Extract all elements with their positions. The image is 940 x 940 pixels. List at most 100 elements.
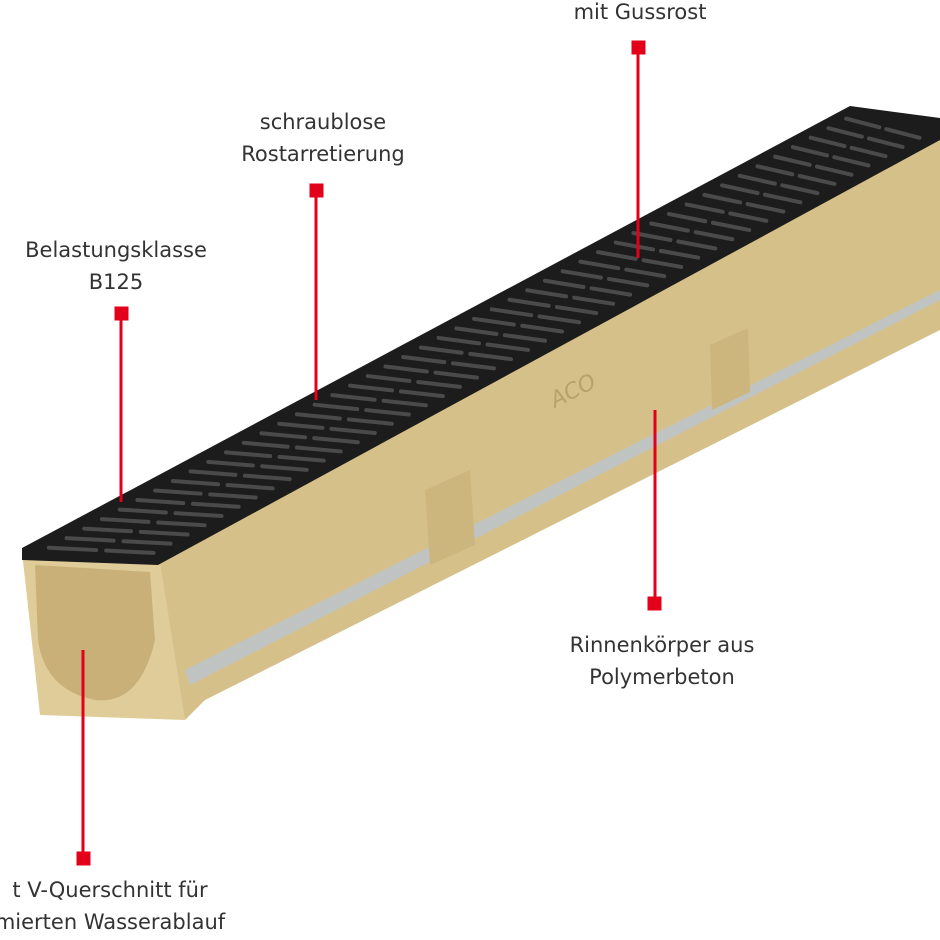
grate-slot bbox=[676, 239, 718, 251]
grate-slot bbox=[173, 511, 224, 519]
grate-slot bbox=[702, 192, 743, 205]
grate-slot bbox=[720, 183, 760, 196]
grate-slot bbox=[468, 351, 513, 362]
grate-slot bbox=[849, 145, 888, 159]
grate-slot bbox=[797, 173, 837, 186]
cast-iron-grate bbox=[22, 106, 940, 565]
grate-slot bbox=[613, 240, 656, 252]
grate-slot bbox=[520, 323, 565, 334]
label-profile: t V-Querschnitt für mierten Wasserablauf bbox=[0, 874, 225, 938]
grate-slot bbox=[381, 398, 428, 408]
grate-slot bbox=[225, 482, 275, 491]
channel-base-rail bbox=[185, 290, 940, 685]
grate-slot bbox=[710, 220, 752, 233]
label-load-class-line1: Belastungsklasse bbox=[25, 238, 207, 262]
grate-slot bbox=[329, 426, 377, 435]
label-locking-line1: schraublose bbox=[259, 110, 387, 134]
grate-slot bbox=[684, 202, 725, 214]
grate-slot bbox=[554, 305, 599, 316]
grate-slot bbox=[294, 412, 342, 421]
grate-slot bbox=[762, 192, 803, 205]
grate-slot bbox=[472, 316, 516, 327]
grate-slot bbox=[294, 445, 343, 454]
grate-slot bbox=[241, 440, 290, 449]
grate-slot bbox=[606, 276, 650, 288]
callout-marker-body bbox=[647, 596, 662, 611]
grate-slot bbox=[208, 492, 258, 500]
grate-slot bbox=[589, 286, 633, 297]
label-load-class: Belastungsklasse B125 bbox=[25, 234, 207, 298]
grate-slot bbox=[346, 417, 394, 426]
grate-slot bbox=[737, 173, 777, 186]
label-body-line1: Rinnenkörper aus bbox=[569, 633, 755, 657]
grate-slot bbox=[826, 126, 864, 139]
grate-slot bbox=[82, 526, 134, 534]
grate-slot bbox=[596, 250, 638, 261]
support-rib bbox=[710, 328, 750, 410]
label-locking: schraublose Rostarretierung bbox=[241, 106, 404, 170]
grate-slot bbox=[649, 221, 690, 233]
grate-slot bbox=[188, 469, 238, 477]
grate-slot bbox=[117, 507, 168, 515]
grate-slot bbox=[433, 370, 479, 380]
label-load-class-line2: B125 bbox=[88, 270, 144, 294]
channel-u-profile bbox=[35, 565, 155, 701]
grate-slot bbox=[348, 383, 395, 393]
grate-slot bbox=[631, 231, 673, 243]
grate-slot bbox=[866, 136, 905, 149]
grate-slot bbox=[641, 258, 684, 269]
grate-slot bbox=[624, 267, 667, 279]
grate-slot bbox=[418, 345, 464, 355]
grate-slot bbox=[780, 183, 820, 196]
grate-slot bbox=[507, 297, 551, 308]
grate-slot bbox=[450, 361, 496, 371]
grate-slot bbox=[560, 269, 603, 280]
grate-slot bbox=[808, 135, 847, 149]
callout-marker-grate bbox=[631, 40, 646, 55]
grate-slot bbox=[46, 545, 99, 553]
grate-slot bbox=[745, 202, 786, 214]
grate-slot bbox=[416, 379, 462, 389]
grate-slot bbox=[312, 436, 360, 445]
label-grate: mit Gussrost bbox=[574, 0, 707, 28]
grate-slot bbox=[502, 333, 548, 343]
grate-slot bbox=[693, 230, 735, 242]
grate-slot bbox=[666, 211, 708, 224]
grate-slot bbox=[364, 408, 411, 417]
grate-slot bbox=[884, 127, 922, 140]
label-body: Rinnenkörper aus Polymerbeton bbox=[570, 629, 755, 693]
grate-slot bbox=[153, 488, 203, 496]
grate-slot bbox=[260, 464, 309, 472]
grate-slot bbox=[844, 116, 882, 130]
channel-side bbox=[155, 135, 940, 720]
label-locking-line2: Rostarretierung bbox=[241, 142, 405, 166]
grate-slot bbox=[206, 459, 255, 468]
grate-slot bbox=[790, 145, 830, 158]
grate-slot bbox=[277, 454, 326, 463]
grate-slot bbox=[312, 402, 360, 412]
grate-slot bbox=[572, 295, 616, 306]
grate-slot bbox=[485, 342, 531, 352]
grate-slot bbox=[383, 364, 429, 374]
grate-slot bbox=[100, 517, 151, 524]
grate-slot bbox=[832, 155, 871, 168]
grate-slot bbox=[104, 548, 156, 555]
label-body-line2: Polymerbeton bbox=[589, 665, 735, 689]
grate-slot bbox=[170, 478, 221, 487]
grate-slot bbox=[398, 389, 445, 399]
grate-slot bbox=[658, 248, 701, 260]
grate-slot bbox=[454, 326, 499, 336]
grate-slot bbox=[64, 536, 116, 543]
grate-slot bbox=[728, 211, 769, 223]
grate-slot bbox=[814, 164, 854, 177]
grate-slot bbox=[190, 501, 241, 509]
grate-slot bbox=[525, 288, 569, 299]
grate-slot bbox=[578, 259, 621, 271]
callout-marker-profile bbox=[76, 851, 91, 866]
grate-slot bbox=[121, 539, 173, 546]
callout-marker-locking bbox=[309, 183, 324, 198]
grate-slot bbox=[537, 314, 582, 325]
grate-slot bbox=[242, 473, 292, 482]
grate-slot bbox=[755, 164, 795, 177]
